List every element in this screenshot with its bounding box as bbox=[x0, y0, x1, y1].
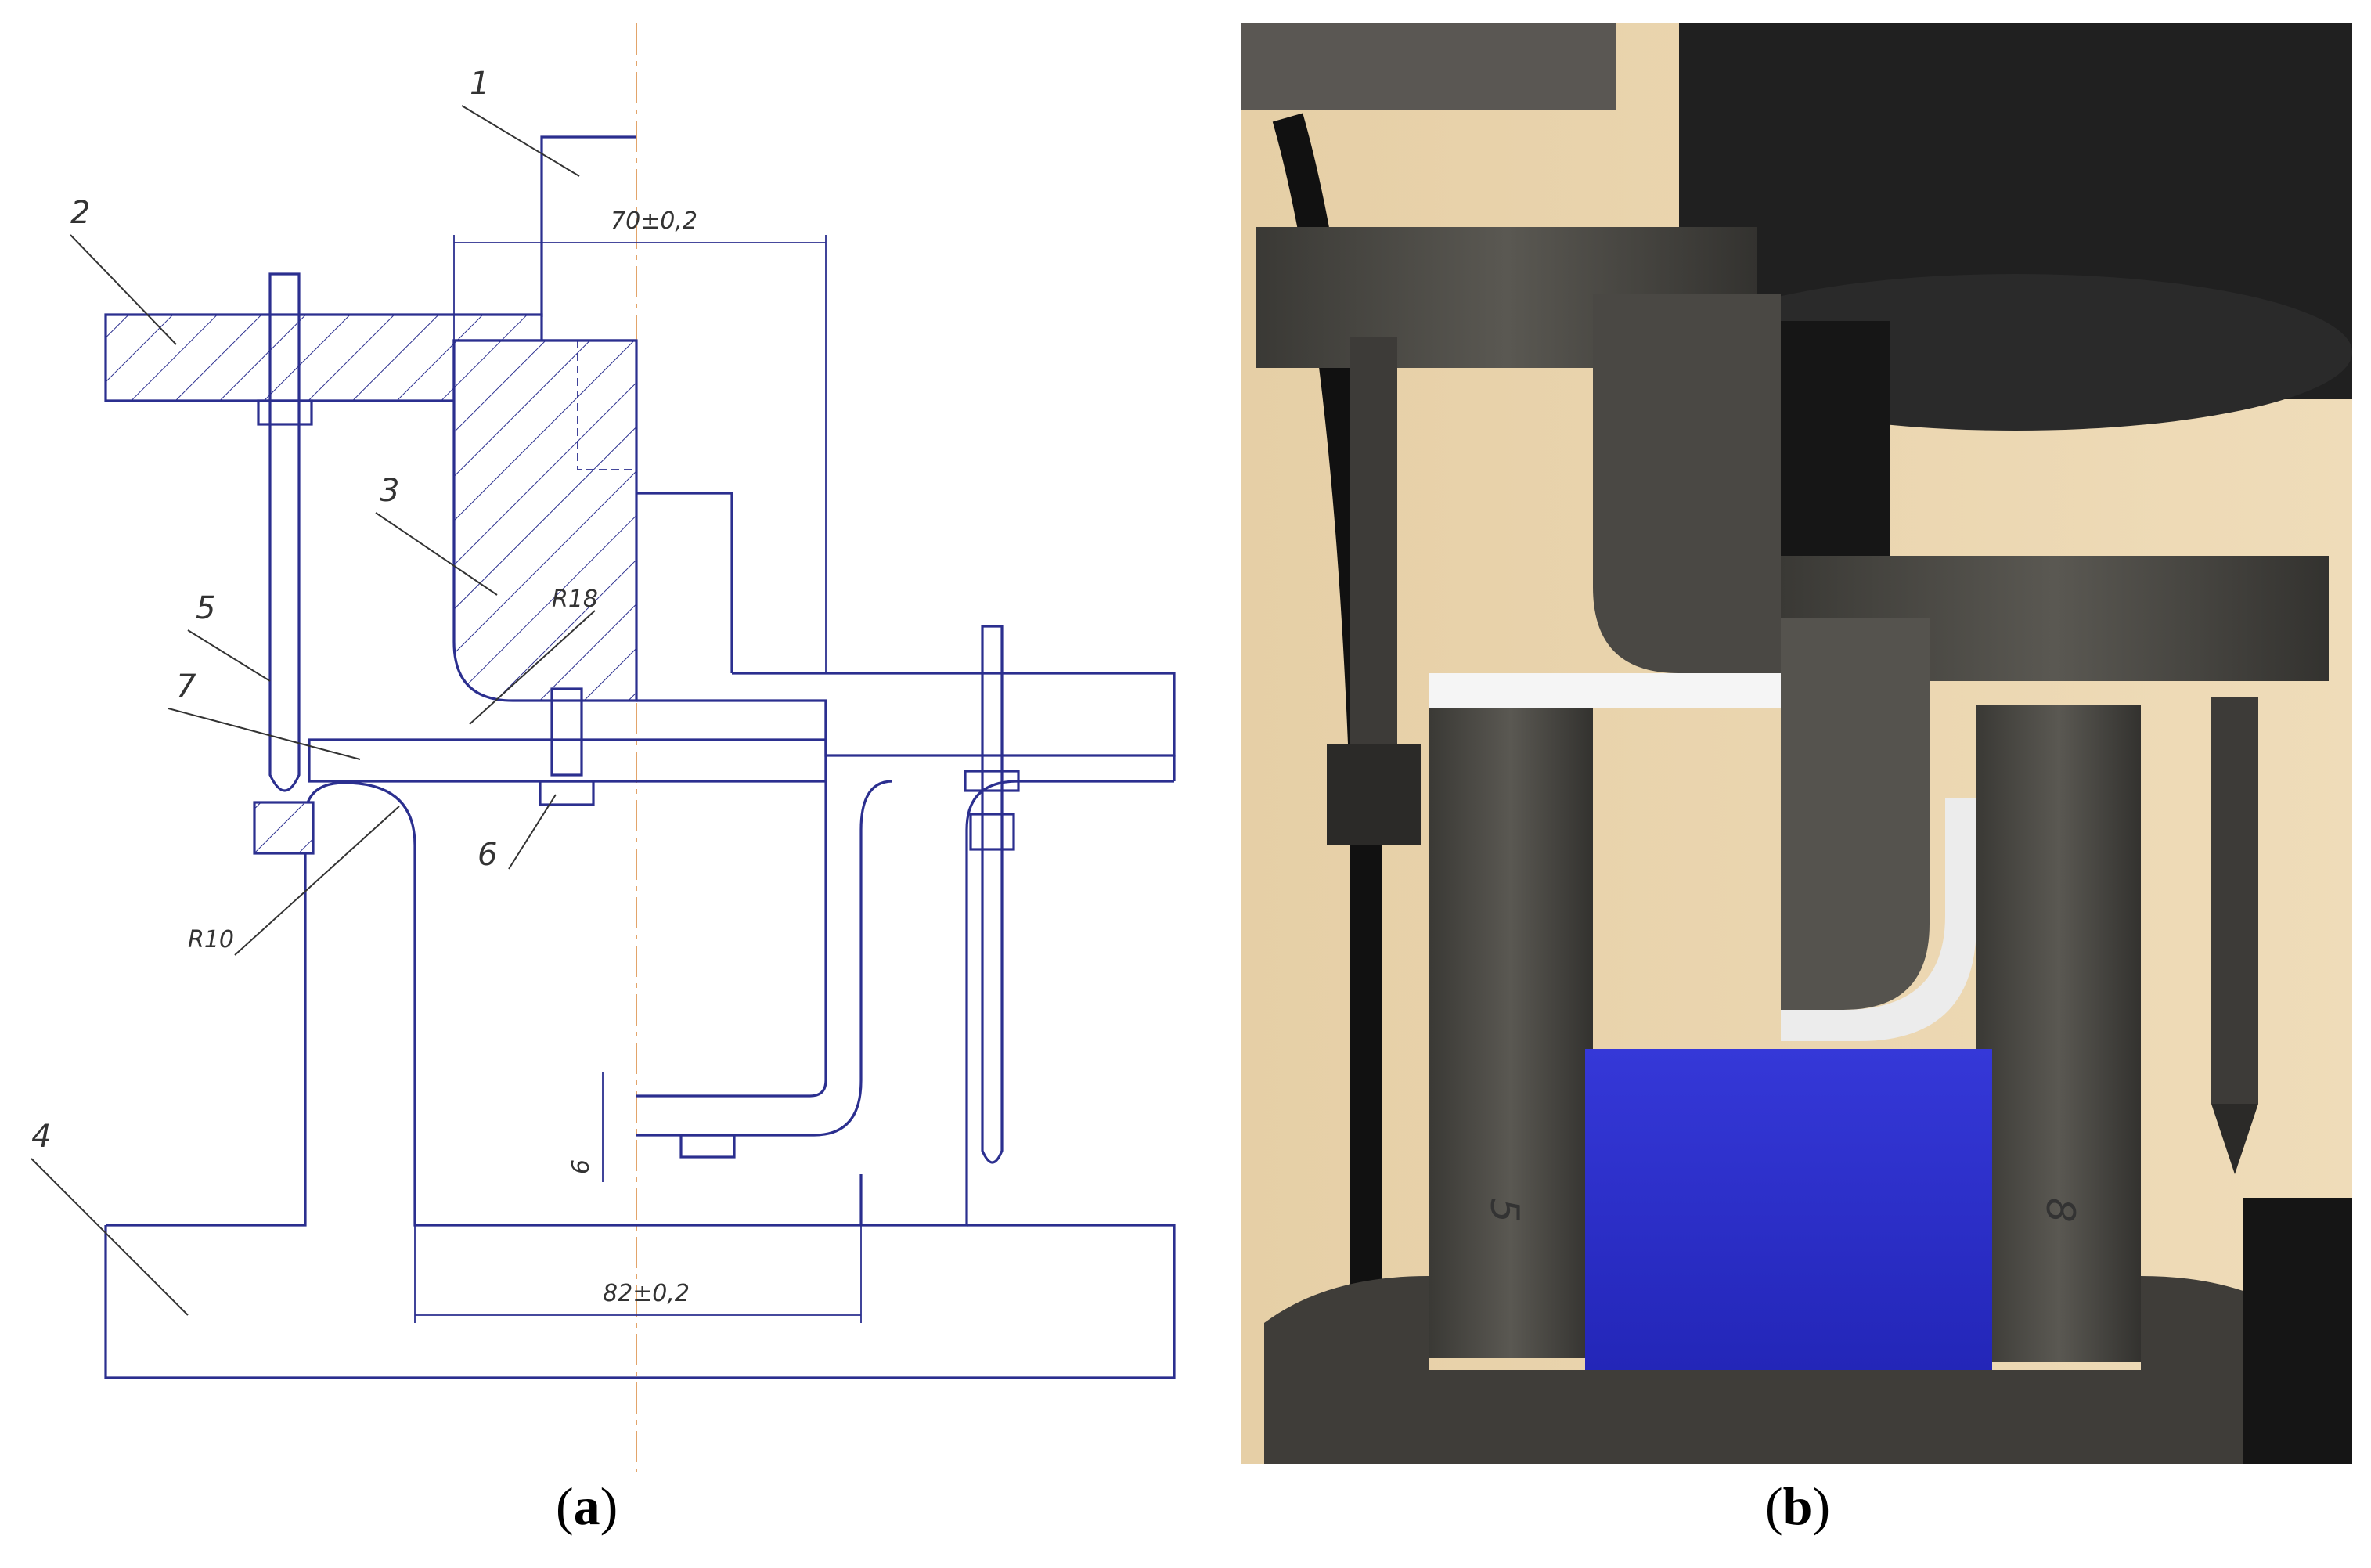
r18-label: R18 bbox=[552, 586, 598, 613]
part-leader-5 bbox=[187, 629, 271, 682]
punch-step bbox=[636, 492, 733, 673]
left-pin bbox=[268, 272, 301, 792]
part-leader-4 bbox=[31, 1158, 189, 1316]
left-bushing bbox=[253, 801, 315, 855]
die-left-upright bbox=[1429, 708, 1593, 1358]
photograph: 5 8 bbox=[1241, 23, 2352, 1464]
dim-bottom-label: 82±0,2 bbox=[603, 1280, 690, 1307]
left-pin-nut bbox=[1327, 744, 1421, 845]
part-label-6: 6 bbox=[477, 837, 497, 873]
dim-top-label: 70±0,2 bbox=[611, 207, 697, 235]
right-pin-tip bbox=[2211, 1104, 2258, 1174]
part-label-7: 7 bbox=[176, 669, 196, 705]
right-pin bbox=[981, 625, 1004, 1164]
caption-b: (b) bbox=[1765, 1476, 1831, 1536]
technical-drawing: 70±0,2 82±0,2 6 R18 R10 1 2 3 4 5 6 7 bbox=[31, 23, 1176, 1472]
blue-block bbox=[1585, 1049, 1992, 1370]
die-base-photo bbox=[1264, 1276, 2305, 1464]
die-base bbox=[106, 780, 1174, 1227]
r18-leader bbox=[469, 610, 596, 725]
die-base-bottom bbox=[104, 1224, 1176, 1379]
right-clamp-plate bbox=[732, 672, 1176, 757]
r10-leader bbox=[234, 806, 400, 956]
punch-inner bbox=[577, 341, 636, 470]
dim-gap-label: 6 bbox=[568, 1159, 595, 1174]
lower-screw-head bbox=[679, 1134, 736, 1159]
right-pin-photo bbox=[2211, 697, 2258, 1104]
right-nut bbox=[964, 770, 1020, 792]
specimen-bent-photo bbox=[1781, 798, 1976, 1041]
r10-label: R10 bbox=[188, 926, 234, 953]
press-top-plate bbox=[1241, 23, 1616, 110]
part-leader-1 bbox=[461, 105, 580, 177]
part-label-3: 3 bbox=[380, 473, 399, 509]
screw-shank bbox=[550, 687, 583, 777]
black-foam bbox=[2243, 1198, 2352, 1464]
bent-outer bbox=[636, 780, 893, 1137]
part-leader-6 bbox=[508, 794, 557, 870]
left-nut bbox=[257, 399, 313, 426]
part-label-2: 2 bbox=[70, 195, 90, 231]
screw-head bbox=[539, 780, 595, 806]
specimen-bent bbox=[636, 699, 827, 869]
punch bbox=[452, 339, 638, 702]
part-label-5: 5 bbox=[196, 590, 215, 626]
part-label-1: 1 bbox=[470, 66, 489, 102]
specimen-flat bbox=[1429, 673, 1781, 708]
part-label-4: 4 bbox=[31, 1119, 51, 1155]
punch-stem bbox=[540, 135, 636, 317]
die-mark-8: 8 bbox=[2038, 1198, 2083, 1223]
caption-a: (a) bbox=[556, 1476, 618, 1536]
punch-left bbox=[1593, 294, 1781, 673]
die-right-upright bbox=[1976, 705, 2141, 1362]
part-leader-7 bbox=[168, 708, 361, 760]
part-leader-3 bbox=[375, 512, 498, 596]
punch-right bbox=[1781, 618, 1930, 1010]
part-leader-2 bbox=[70, 234, 177, 345]
die-mark-5: 5 bbox=[1482, 1198, 1527, 1223]
right-bushing bbox=[969, 813, 1015, 851]
bent-lower bbox=[636, 869, 827, 1098]
left-pin-photo bbox=[1350, 337, 1397, 744]
